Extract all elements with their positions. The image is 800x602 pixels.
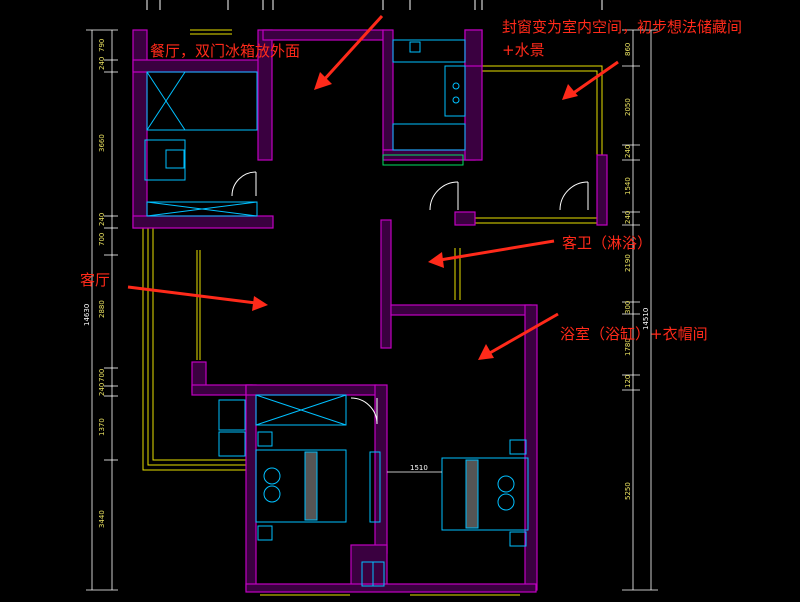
dim-right-10: 5250: [624, 482, 632, 500]
dim-right-9: 120: [624, 375, 632, 388]
fixtures: [144, 39, 529, 587]
right-dimension-lines: [622, 29, 658, 591]
dim-right-3: 240: [624, 145, 632, 158]
dim-right-2: 2050: [624, 98, 632, 116]
annotation-guest-bath: 客卫（淋浴）: [562, 234, 652, 252]
annotation-window-line1: 封窗变为室内空间，初步想法储藏间: [502, 18, 742, 36]
annotation-dining: 餐厅，双门冰箱放外面: [150, 42, 300, 60]
top-ticks: [146, 0, 603, 10]
dim-left-7: 700: [98, 369, 106, 382]
bed-right: [441, 457, 529, 531]
wardrobe: [255, 394, 347, 426]
doors: [231, 171, 589, 425]
annotation-arrows: [127, 14, 619, 360]
dim-left-total: 14630: [83, 304, 91, 326]
dim-left-2: 240: [98, 57, 106, 70]
right-dimension-labels: 860 2050 240 1540 240 2190 300 1780 120 …: [624, 43, 650, 500]
left-dimension-lines: [86, 29, 118, 591]
inner-dimension: 1510: [387, 464, 442, 473]
left-dimension-labels: 790 240 3660 240 700 2880 700 240 1370 3…: [83, 39, 106, 528]
dim-inner: 1510: [410, 464, 428, 472]
dim-right-4: 1540: [624, 177, 632, 195]
dim-left-3: 3660: [98, 134, 106, 152]
annotation-labels: 餐厅，双门冰箱放外面 封窗变为室内空间，初步想法储藏间 +水景 客卫（淋浴） 客…: [80, 18, 742, 343]
dim-right-6: 2190: [624, 254, 632, 272]
dim-right-8: 1780: [624, 338, 632, 356]
dim-left-8: 240: [98, 383, 106, 396]
dim-right-1: 860: [624, 43, 632, 56]
dim-left-10: 3440: [98, 510, 106, 528]
annotation-window-line2: +水景: [502, 41, 545, 59]
dim-right-5: 240: [624, 211, 632, 224]
dining-counter: [146, 201, 258, 217]
bed-left: [255, 449, 347, 523]
dim-right-7: 300: [624, 301, 632, 314]
dim-left-5: 700: [98, 233, 106, 246]
dim-left-1: 790: [98, 39, 106, 52]
walls: [132, 29, 608, 593]
dim-right-total: 14510: [642, 308, 650, 330]
annotation-living: 客厅: [80, 271, 110, 289]
annotation-bath: 浴室（浴缸）+衣帽间: [560, 325, 708, 343]
dim-left-4: 240: [98, 213, 106, 226]
dim-left-6: 2880: [98, 300, 106, 318]
dim-left-9: 1370: [98, 418, 106, 436]
dining-cabinet: [146, 71, 258, 131]
window-lines: [142, 29, 603, 596]
